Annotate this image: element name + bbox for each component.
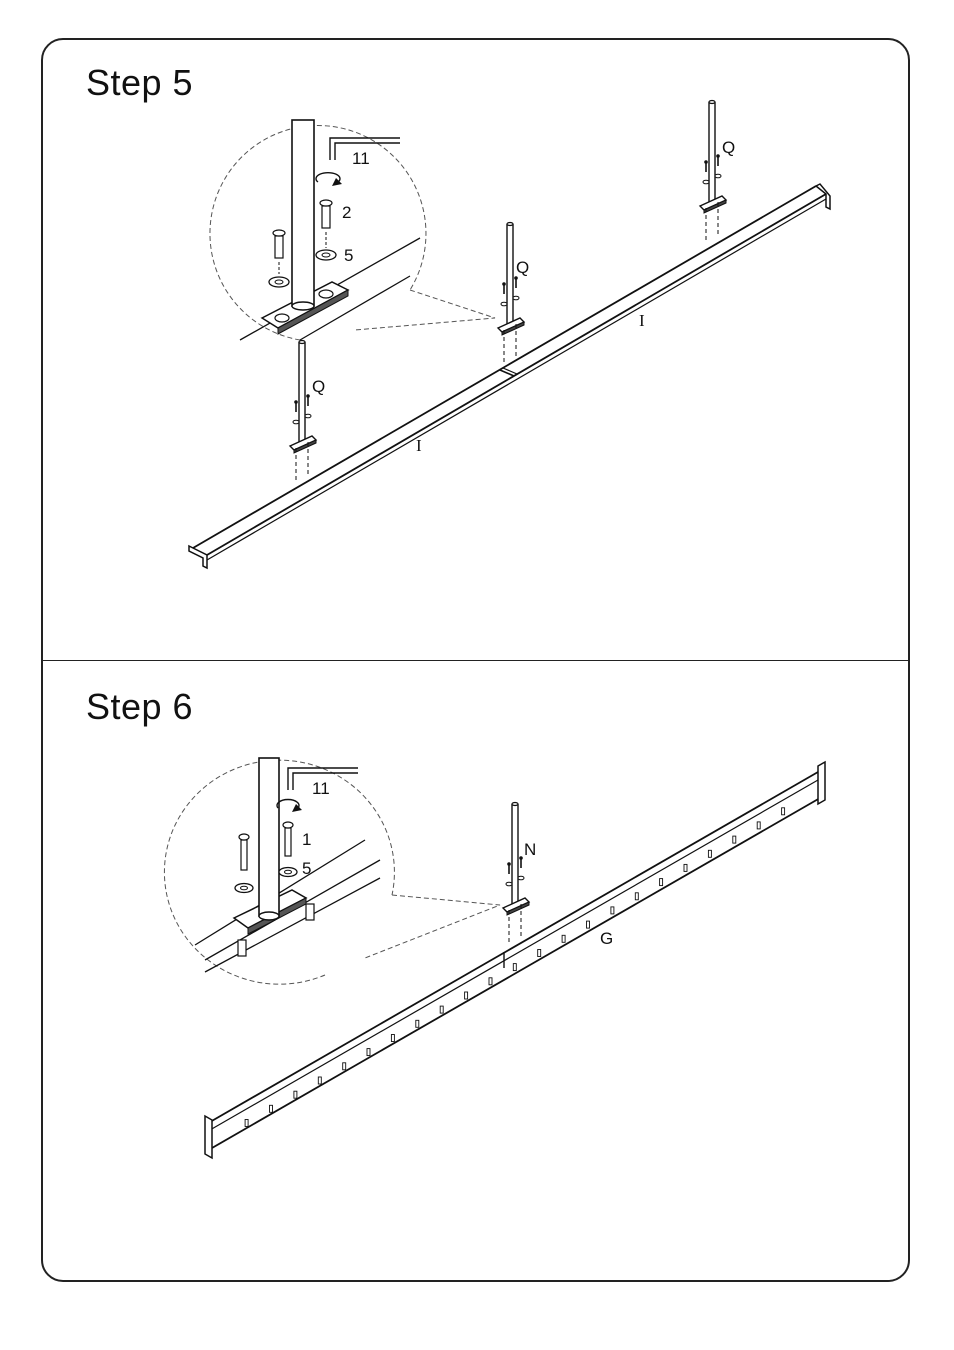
- rail-g: [205, 762, 825, 1158]
- rail-i: [189, 184, 830, 568]
- step5-post-label-left: Q: [312, 377, 325, 396]
- rail-slot: [611, 907, 614, 914]
- rail-slot: [343, 1063, 346, 1070]
- rail-slot: [270, 1105, 273, 1112]
- step6-rail-label: G: [600, 929, 613, 948]
- rail-slot: [757, 822, 760, 829]
- rail-slot: [489, 978, 492, 985]
- rail-slot: [708, 850, 711, 857]
- rail-slot: [245, 1120, 248, 1127]
- rail-slot: [587, 921, 590, 928]
- step5-washer-label: 5: [344, 246, 353, 265]
- rail-slot: [733, 836, 736, 843]
- step6-post-label: N: [524, 840, 536, 859]
- step5-rail-label-right: I: [639, 311, 645, 330]
- step6-tool-label: 11: [312, 779, 330, 798]
- rail-slot: [318, 1077, 321, 1084]
- rail-slot: [391, 1035, 394, 1042]
- step5-tool-label: 11: [352, 149, 370, 168]
- rail-slot: [562, 935, 565, 942]
- rail-slot: [635, 893, 638, 900]
- step5-screw-label: 2: [342, 203, 351, 222]
- rail-slot: [684, 864, 687, 871]
- rail-slot: [294, 1091, 297, 1098]
- step6-detail-circle: [164, 758, 500, 984]
- step5-post-label-middle: Q: [516, 258, 529, 277]
- rail-slot: [416, 1020, 419, 1027]
- step5-drawing: 11 2 5 Q Q Q I I: [189, 101, 830, 569]
- rail-slot: [660, 879, 663, 886]
- rail-slot: [513, 964, 516, 971]
- rail-slot: [440, 1006, 443, 1013]
- rail-slot: [782, 808, 785, 815]
- rail-slot: [465, 992, 468, 999]
- step5-post-label-right: Q: [722, 138, 735, 157]
- step6-screw-label: 1: [302, 830, 311, 849]
- step5-rail-label-left: I: [416, 436, 422, 455]
- rail-g-slots: [245, 808, 785, 1127]
- step6-drawing: 11 1 5 N G: [164, 758, 825, 1158]
- rail-slot: [538, 950, 541, 957]
- rail-slot: [367, 1049, 370, 1056]
- step6-washer-label: 5: [302, 859, 311, 878]
